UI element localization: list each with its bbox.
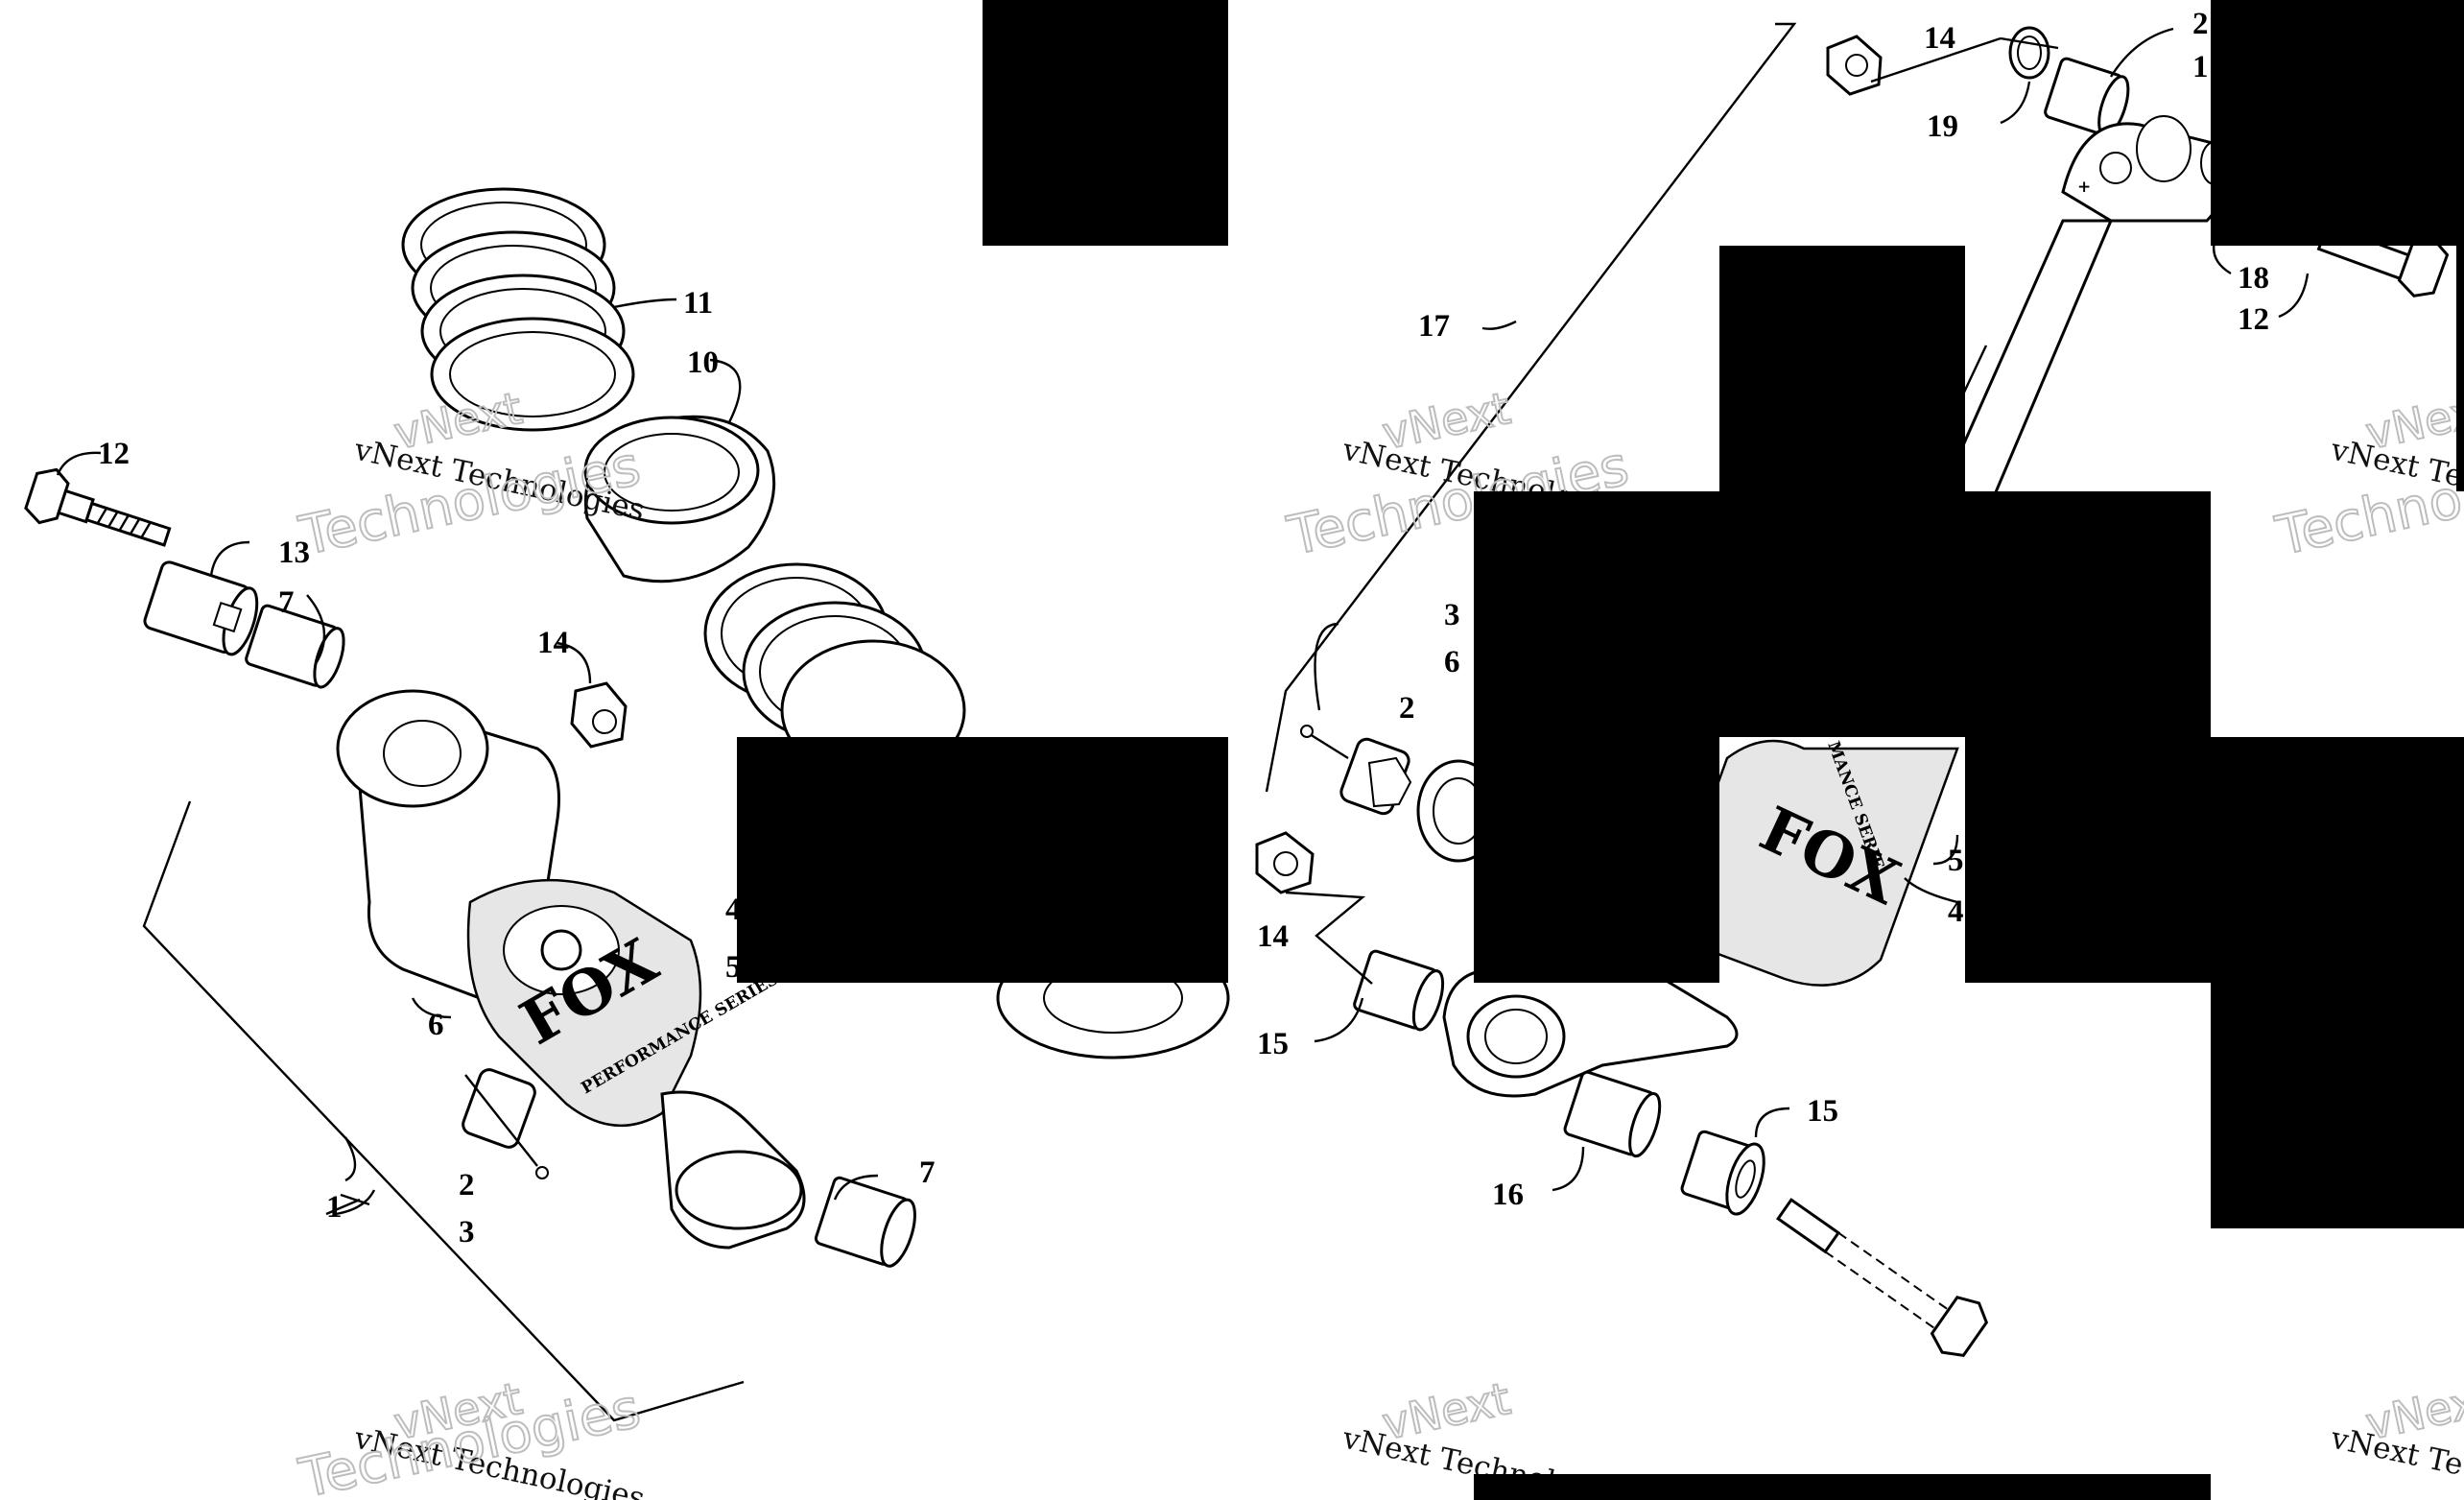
spring-cup-part-10 <box>583 415 776 583</box>
callout-11: 11 <box>683 286 713 321</box>
callout-15-upper: 15 <box>1257 1027 1289 1061</box>
callout-6-left: 6 <box>428 1008 444 1042</box>
callout-17: 17 <box>1418 309 1450 344</box>
redaction-block <box>1965 737 2211 983</box>
callout-15-lower: 15 <box>1807 1094 1838 1129</box>
svg-text:Techno: Techno <box>2270 468 2464 568</box>
valve-part-2-right <box>1300 725 1412 816</box>
bushing-part-7-lower <box>814 1176 916 1268</box>
bolt-lower-right <box>1776 1198 1989 1358</box>
callout-19: 19 <box>1927 109 1958 144</box>
redaction-blocks <box>737 0 2464 1500</box>
shock-body-left: FOX PERFORMANCE SERIES <box>336 689 806 1250</box>
callout-5-right: 5 <box>1948 844 1964 878</box>
watermark-bottom-left: vNext vNext Technologies Technologies <box>293 1371 648 1500</box>
assembly-bracket-right <box>1265 22 1797 793</box>
assembly-bracket-left <box>142 800 745 1422</box>
redaction-block <box>1474 737 1719 983</box>
redaction-block <box>2211 0 2464 246</box>
bushing-part-15-lower <box>1680 1130 1765 1216</box>
callout-7-lower: 7 <box>919 1155 936 1190</box>
callout-3-right: 3 <box>1444 598 1460 632</box>
watermark-bottom-right: vNext vNext Te <box>2327 1371 2464 1483</box>
callout-7-upper: 7 <box>278 585 295 620</box>
left-shock-assembly: FOX PERFORMANCE SERIES 12 13 <box>24 187 1230 1422</box>
callout-14-right-lower: 14 <box>1257 919 1289 954</box>
callout-18: 18 <box>2238 261 2269 296</box>
callout-12-right: 12 <box>2238 302 2269 337</box>
bushing-right-top <box>2044 57 2130 137</box>
valve-part-2-left <box>462 1068 549 1179</box>
redaction-block <box>2456 246 2464 491</box>
bushing-part-15-upper <box>1353 949 1445 1032</box>
redaction-block <box>983 0 1228 246</box>
svg-text:Technologies: Technologies <box>294 435 645 568</box>
callout-4-right: 4 <box>1948 894 1964 929</box>
redaction-block <box>1474 491 2211 737</box>
right-shock-assembly: + FOX MA <box>1255 7 2450 1358</box>
callout-13: 13 <box>278 536 310 570</box>
callout-2-left: 2 <box>459 1168 475 1202</box>
redaction-block <box>1719 246 1965 491</box>
watermark-top-right: vNext vNext Te Techno <box>2269 381 2464 569</box>
sleeve-part-13 <box>143 560 259 656</box>
callout-12-left: 12 <box>98 437 130 471</box>
spring-part-11 <box>401 187 635 432</box>
redaction-block <box>1474 1474 2211 1500</box>
bushing-part-16 <box>1563 1070 1662 1158</box>
redaction-block <box>2211 737 2464 1228</box>
callout-2-right-top: 2 <box>2192 7 2209 41</box>
callout-16: 16 <box>1492 1178 1524 1212</box>
callout-3-left: 3 <box>459 1215 475 1250</box>
bolt-part-12-left <box>24 467 172 547</box>
callout-14-right-top: 14 <box>1924 21 1955 56</box>
bushing-part-7-upper <box>245 604 345 689</box>
callout-6-right: 6 <box>1444 645 1460 679</box>
svg-text:+: + <box>2077 178 2091 197</box>
redaction-block <box>737 737 1228 983</box>
callout-10: 10 <box>687 345 719 380</box>
callout-1: 1 <box>326 1190 343 1225</box>
callout-14-left: 14 <box>537 626 569 660</box>
callout-1-right: 1 <box>2192 50 2209 84</box>
callout-2-right: 2 <box>1399 691 1415 726</box>
nut-part-14-left <box>570 681 628 749</box>
